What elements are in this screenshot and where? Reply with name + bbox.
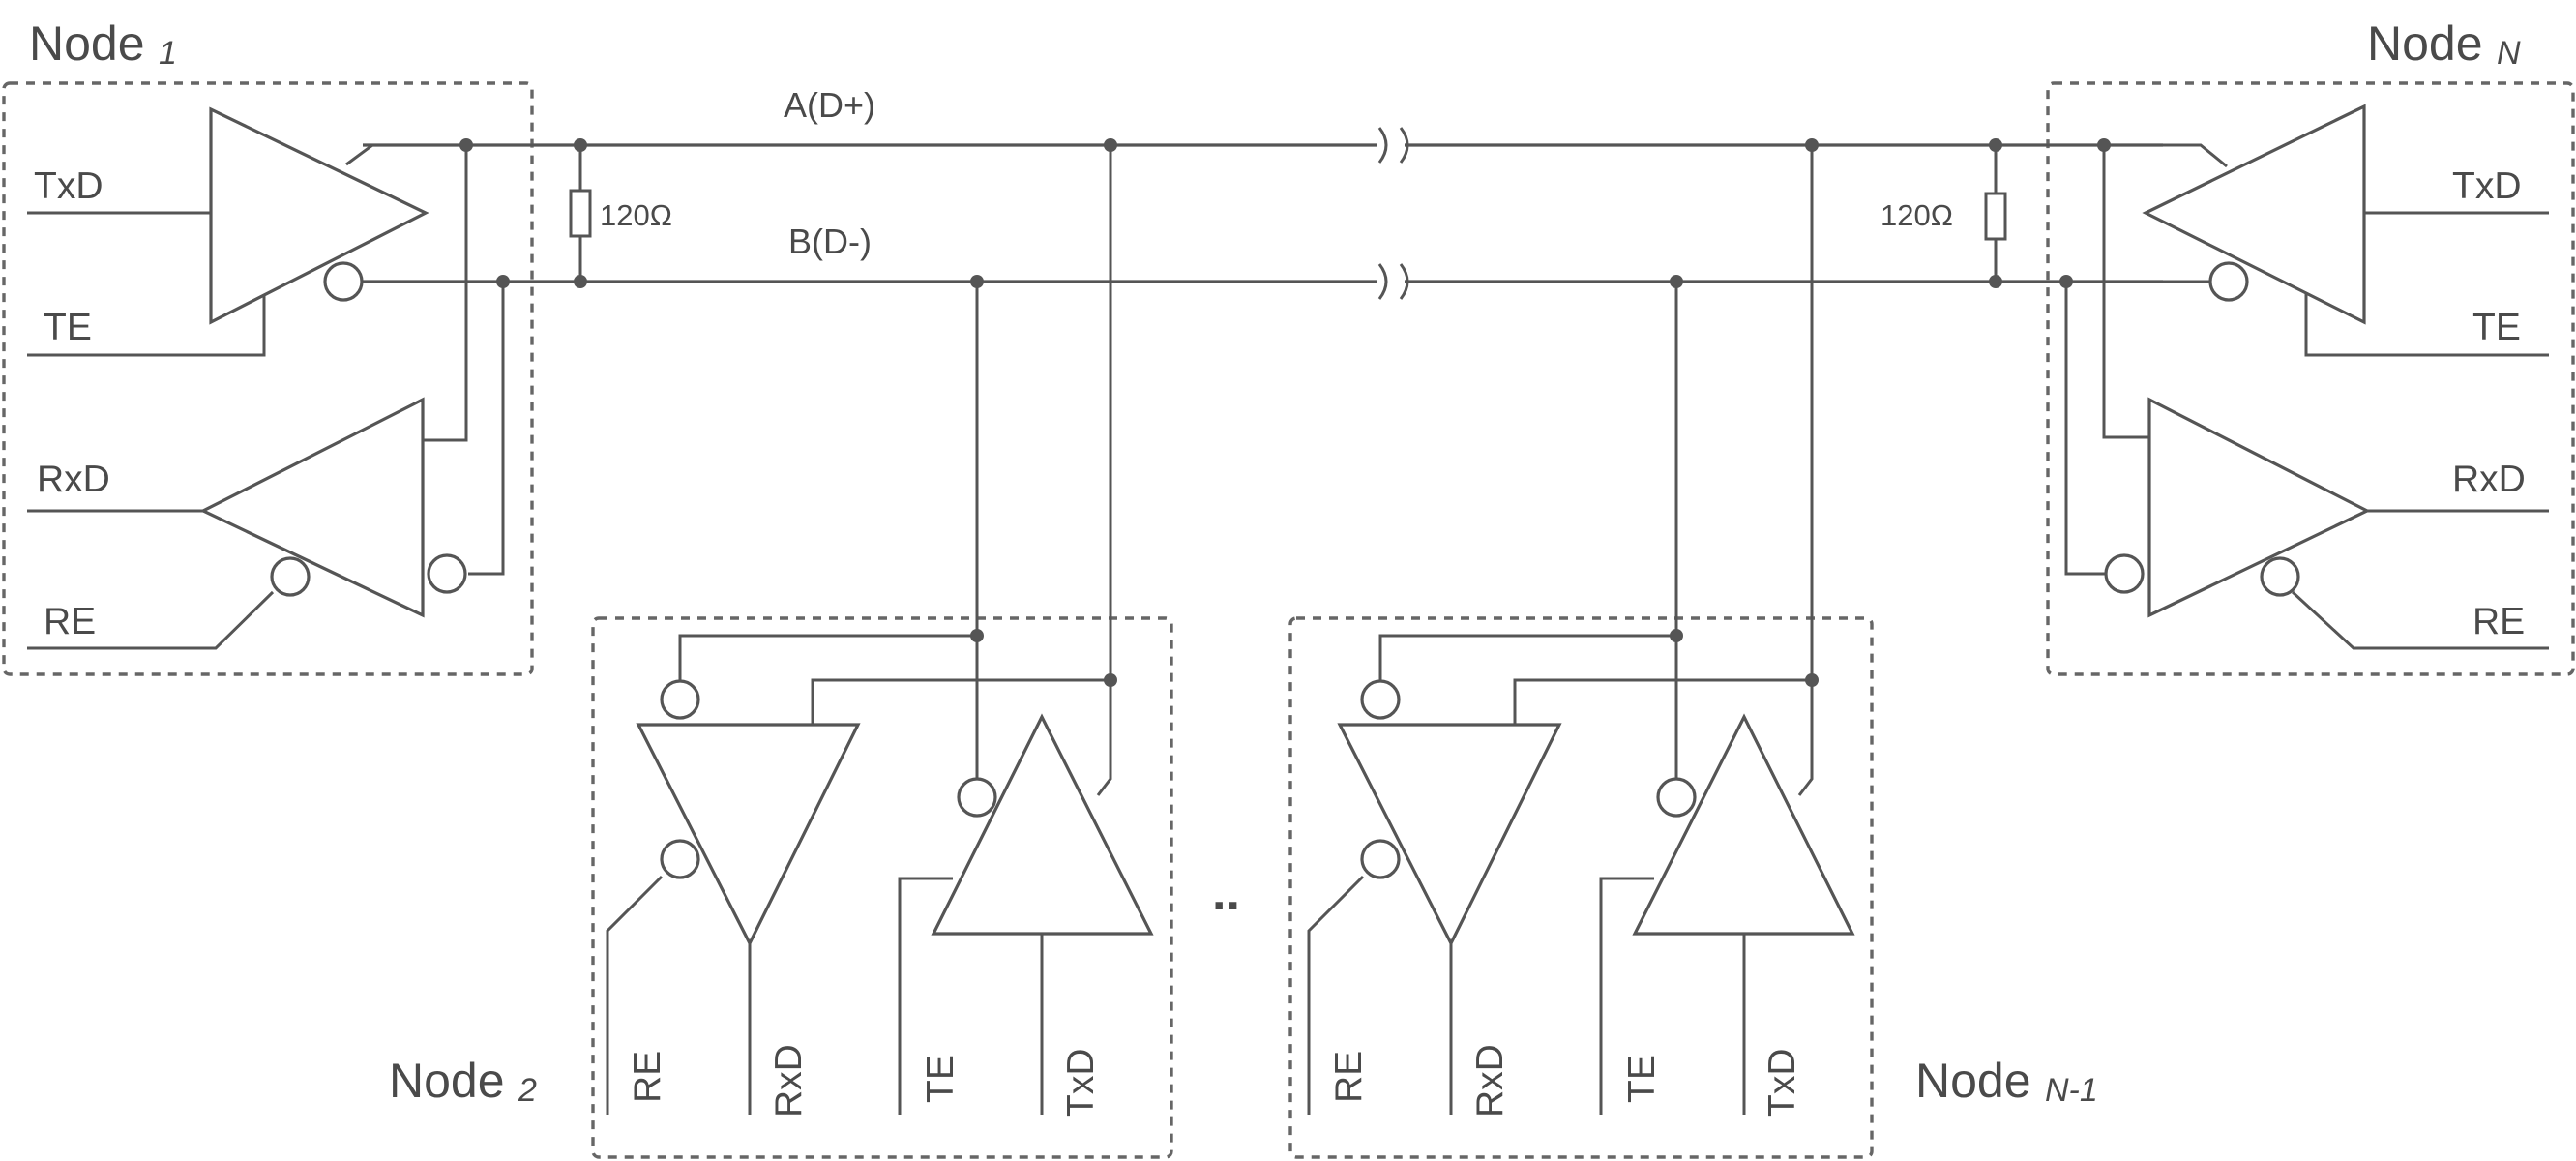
node-2-title: Node 2 [389, 1054, 537, 1109]
node-n: Node N TxD TE RxD RE [1996, 16, 2575, 676]
node-1-receiver [199, 397, 425, 618]
node-2-receiver [636, 723, 861, 947]
node-n-minus-1-receiver [1337, 723, 1562, 947]
terminator-left [569, 138, 592, 288]
node-n-minus-1-receiver-inverting-bubble [1360, 679, 1401, 720]
node-n-driver-inverting-bubble [2208, 261, 2249, 302]
node-2-receiver-enable-bubble [660, 839, 700, 879]
line-b-label: B(D-) [788, 222, 872, 261]
node-1-rxd-label: RxD [37, 459, 110, 500]
node-1-driver [209, 106, 429, 325]
node-n-txd-label: TxD [2452, 165, 2522, 207]
node-n-title: Node N [2367, 16, 2521, 72]
node-n-rxd-label: RxD [2452, 459, 2526, 500]
node-n-minus-1-title: Node N-1 [1915, 1054, 2098, 1109]
node-n-te-label: TE [2472, 307, 2521, 348]
resistor-right [1984, 192, 2007, 241]
node-n-minus-1-rxd-label: RxD [1469, 1044, 1511, 1117]
node-1-re-label: RE [44, 601, 96, 642]
node-1: Node 1 TxD TE RxD RE [2, 16, 580, 676]
node-n-minus-1-driver [1632, 713, 1855, 936]
line-a-label: A(D+) [784, 85, 875, 125]
node-2-txd-label: TxD [1060, 1049, 1102, 1118]
node-n-re-label: RE [2472, 601, 2525, 642]
resistor-left [569, 189, 592, 238]
node-n-receiver-inverting-bubble [2104, 553, 2145, 594]
node-1-boundary [2, 81, 534, 676]
node-2-te-label: TE [920, 1055, 962, 1103]
node-n-driver [2142, 104, 2366, 325]
node-1-te-label: TE [44, 307, 92, 348]
node-2-driver-inverting-bubble [957, 777, 997, 818]
more-nodes-ellipsis: .. [1212, 865, 1240, 921]
node-n-minus-1: Node N-1 RE RxD TE TxD [1288, 138, 2098, 1159]
node-2: Node 2 RE RxD TE TxD [389, 138, 1173, 1159]
node-n-receiver-enable-bubble [2260, 556, 2300, 597]
node-2-receiver-inverting-bubble [660, 679, 700, 720]
node-1-title: Node 1 [29, 16, 177, 72]
terminator-right [1984, 138, 2007, 288]
terminator-left-label: 120Ω [600, 198, 672, 232]
node-1-receiver-enable-bubble [270, 556, 311, 597]
node-1-driver-inverting-bubble [323, 261, 364, 302]
node-n-minus-1-re-label: RE [1328, 1051, 1370, 1103]
node-2-rxd-label: RxD [768, 1044, 810, 1117]
node-n-minus-1-boundary [1288, 616, 1874, 1159]
node-1-receiver-inverting-bubble [427, 553, 467, 594]
terminator-right-label: 120Ω [1880, 198, 1953, 232]
node-n-minus-1-te-label: TE [1621, 1055, 1663, 1103]
node-1-txd-label: TxD [34, 165, 104, 207]
node-2-boundary [591, 616, 1173, 1159]
cable-break-symbol [1377, 127, 1409, 300]
node-n-minus-1-receiver-enable-bubble [1360, 839, 1401, 879]
node-n-minus-1-driver-inverting-bubble [1656, 777, 1697, 818]
node-n-minus-1-txd-label: TxD [1762, 1049, 1803, 1118]
node-2-driver [931, 713, 1154, 936]
node-n-receiver [2147, 397, 2371, 618]
node-n-boundary [2046, 81, 2575, 676]
node-2-re-label: RE [627, 1051, 668, 1103]
